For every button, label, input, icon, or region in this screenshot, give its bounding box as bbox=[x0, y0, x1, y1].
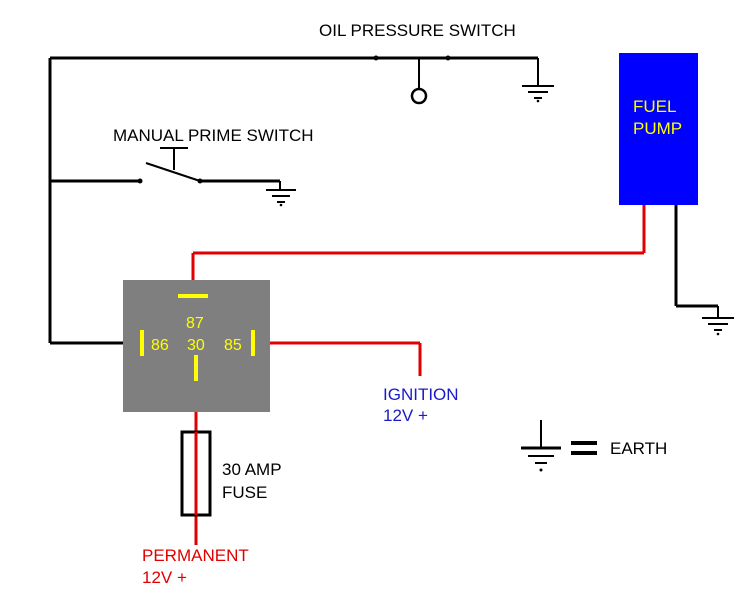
oil-switch-terminal-left bbox=[373, 55, 379, 61]
red-wiring bbox=[191, 196, 646, 545]
earth-legend-label: EARTH bbox=[610, 439, 667, 458]
relay-pin-30-label: 30 bbox=[187, 337, 205, 354]
relay-pin-87-label: 87 bbox=[186, 315, 204, 332]
ignition-label-line1: IGNITION bbox=[383, 385, 459, 404]
ignition-label-line2: 12V + bbox=[383, 406, 428, 425]
oil-switch-sensor bbox=[410, 87, 428, 105]
permanent-label-line1: PERMANENT bbox=[142, 546, 249, 565]
fuse bbox=[180, 430, 212, 517]
relay: 87 86 30 85 bbox=[123, 280, 270, 412]
manual-prime-switch-label: MANUAL PRIME SWITCH bbox=[113, 126, 314, 145]
prime-switch-lever bbox=[145, 162, 201, 182]
relay-pin-85-label: 85 bbox=[224, 337, 242, 354]
ground-symbol-prime bbox=[266, 189, 296, 207]
fuel-pump-label-line2: PUMP bbox=[633, 119, 682, 138]
fuse-label-line2: FUSE bbox=[222, 483, 267, 502]
relay-body bbox=[123, 280, 270, 412]
fuel-pump-body bbox=[619, 53, 698, 205]
ground-symbol-oil bbox=[522, 85, 554, 103]
fuel-pump-label-line1: FUEL bbox=[633, 97, 676, 116]
earth-equals-sign bbox=[571, 441, 597, 455]
relay-pin-86-label: 86 bbox=[151, 337, 169, 354]
earth-legend-symbol bbox=[521, 420, 561, 472]
prime-switch-terminal-left bbox=[137, 178, 143, 184]
black-wiring bbox=[48, 55, 719, 345]
fuel-pump: FUEL PUMP bbox=[619, 53, 698, 205]
ground-symbol-pump bbox=[702, 317, 734, 336]
permanent-label-line2: 12V + bbox=[142, 568, 187, 587]
fuse-label-line1: 30 AMP bbox=[222, 460, 282, 479]
oil-pressure-switch-label: OIL PRESSURE SWITCH bbox=[319, 21, 516, 40]
